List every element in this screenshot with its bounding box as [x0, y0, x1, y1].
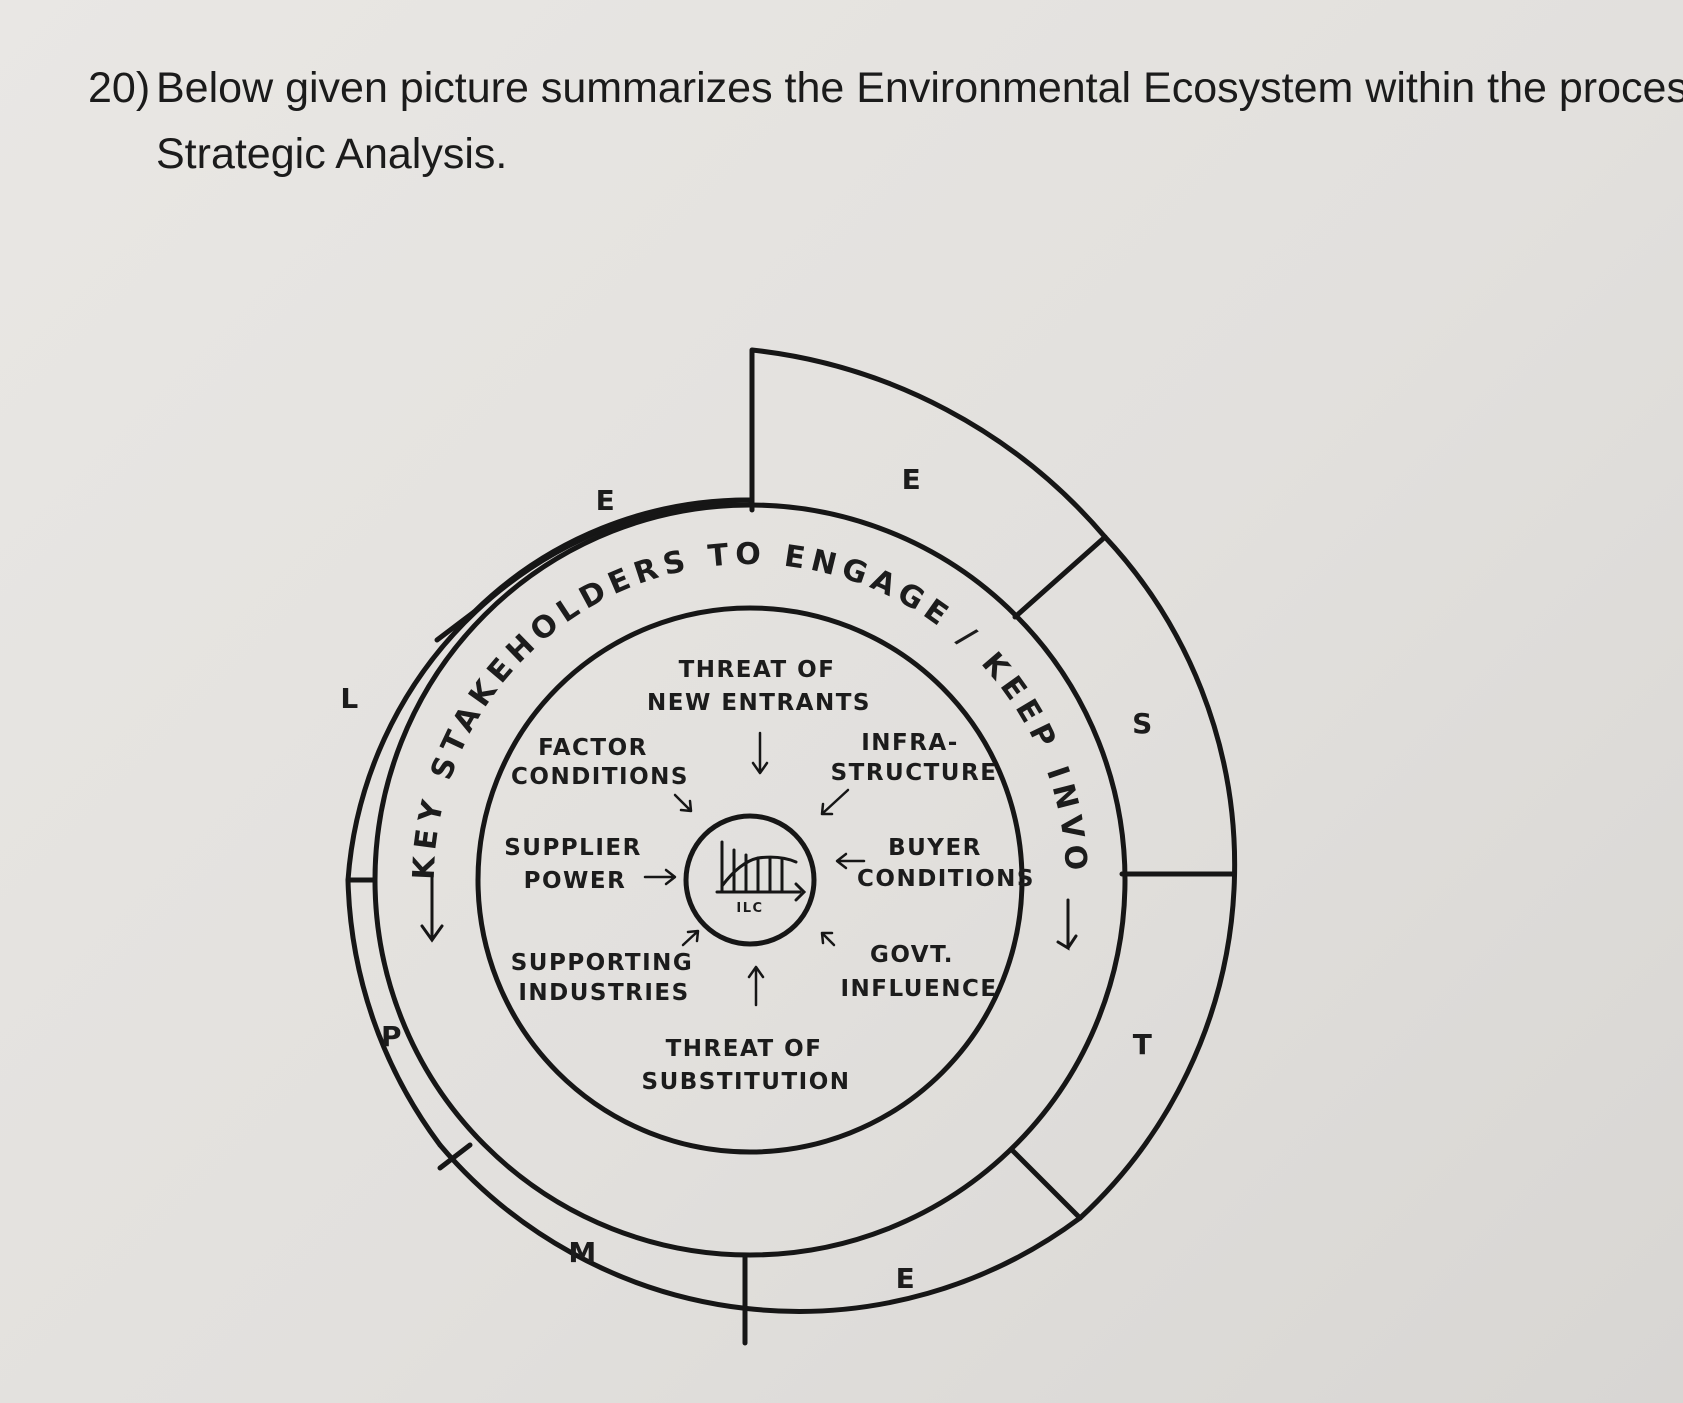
outer-boundary-right: [1077, 534, 1238, 1221]
supporting-industries-line2: INDUSTRIES: [518, 980, 689, 1006]
segment-label-e-top-left: E: [596, 484, 617, 517]
threat-new-entrants-line2: NEW ENTRANTS: [647, 690, 871, 716]
arrow-from-govt-influence: [820, 931, 836, 947]
segment-label-t: T: [1133, 1028, 1154, 1061]
question-text: 20)Below given picture summarizes the En…: [88, 55, 1683, 187]
threat-new-entrants-line1: THREAT OF: [679, 657, 836, 683]
arrow-from-new-entrants: [751, 731, 769, 775]
segment-label-s: S: [1132, 707, 1154, 740]
question-line-1: Below given picture summarizes the Envir…: [156, 64, 1683, 112]
segment-label-p: P: [381, 1020, 403, 1053]
center-circle: [683, 813, 817, 947]
infrastructure-line2: STRUCTURE: [831, 760, 998, 786]
stakeholder-ring-inner: [475, 605, 1025, 1155]
factor-conditions-line2: CONDITIONS: [511, 764, 689, 790]
infrastructure-line1: INFRA-: [861, 730, 959, 756]
divider-e-s: [1012, 534, 1108, 620]
outer-boundary-left: [345, 877, 443, 1148]
force-labels: THREAT OF NEW ENTRANTS FACTOR CONDITIONS…: [504, 657, 1035, 1095]
center-label: ILC: [736, 901, 763, 916]
buyer-conditions-line2: CONDITIONS: [857, 866, 1035, 892]
divider-l-e: [434, 609, 477, 643]
arrow-from-buyer-conditions: [835, 852, 866, 870]
ring-arrow-left: [420, 872, 444, 943]
segment-label-e-bottom: E: [896, 1262, 917, 1295]
arrow-from-threat-substitution: [747, 965, 765, 1007]
arrow-from-supporting-industries: [681, 929, 700, 947]
supplier-power-line1: SUPPLIER: [504, 835, 642, 861]
arrow-from-infrastructure: [820, 788, 850, 816]
factor-conditions-line1: FACTOR: [538, 735, 648, 761]
divider-t-e: [1009, 1147, 1083, 1221]
outer-boundary-top-box: [749, 347, 1108, 540]
threat-substitution-line2: SUBSTITUTION: [642, 1069, 851, 1095]
govt-influence-line1: GOVT.: [870, 942, 954, 968]
arrow-from-supplier-power: [643, 868, 677, 886]
segment-label-l: L: [340, 682, 359, 715]
question-line-2: Strategic Analysis.: [156, 130, 508, 178]
segment-label-m: M: [568, 1236, 597, 1269]
arrow-from-factor-conditions: [673, 793, 693, 813]
ring-arrow-right: [1056, 898, 1078, 951]
ring-arrows: [420, 872, 1078, 951]
segment-label-e-top: E: [902, 463, 923, 496]
supporting-industries-line1: SUPPORTING: [511, 950, 694, 976]
divider-m-p: [437, 1142, 473, 1171]
question-number: 20): [88, 64, 151, 112]
supplier-power-line2: POWER: [524, 868, 627, 894]
ilc-chart-icon: [715, 840, 807, 902]
govt-influence-line2: INFLUENCE: [840, 976, 997, 1002]
force-arrows: [643, 731, 866, 1007]
top-left-band: [471, 497, 755, 615]
buyer-conditions-line1: BUYER: [888, 835, 982, 861]
threat-substitution-line1: THREAT OF: [666, 1036, 823, 1062]
